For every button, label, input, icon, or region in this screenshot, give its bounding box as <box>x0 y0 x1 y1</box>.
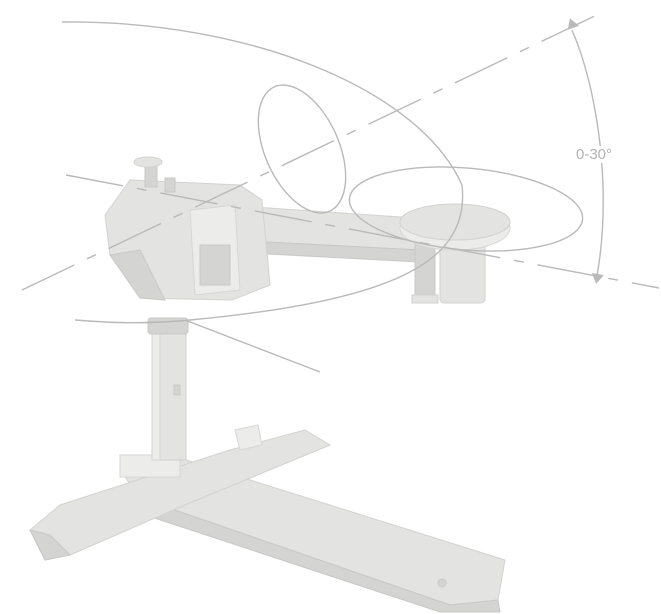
rotation-ellipse-horizontal <box>348 166 584 252</box>
tilt-angle-label: 0-30° <box>574 146 615 163</box>
stand-base <box>29 424 506 613</box>
spindle-head <box>399 203 511 304</box>
arm-axis <box>65 174 660 289</box>
stand-post <box>147 317 189 461</box>
rotation-ellipse-vertical <box>257 84 347 214</box>
gear-housing <box>104 156 271 301</box>
pointer-line <box>184 319 321 373</box>
swing-arc-top <box>61 21 463 186</box>
arm <box>224 204 439 304</box>
double-arrow-arc-icon <box>567 18 604 284</box>
tilt-axis <box>21 11 604 291</box>
guide-lines <box>21 11 660 373</box>
swing-arc-bottom <box>74 184 464 324</box>
